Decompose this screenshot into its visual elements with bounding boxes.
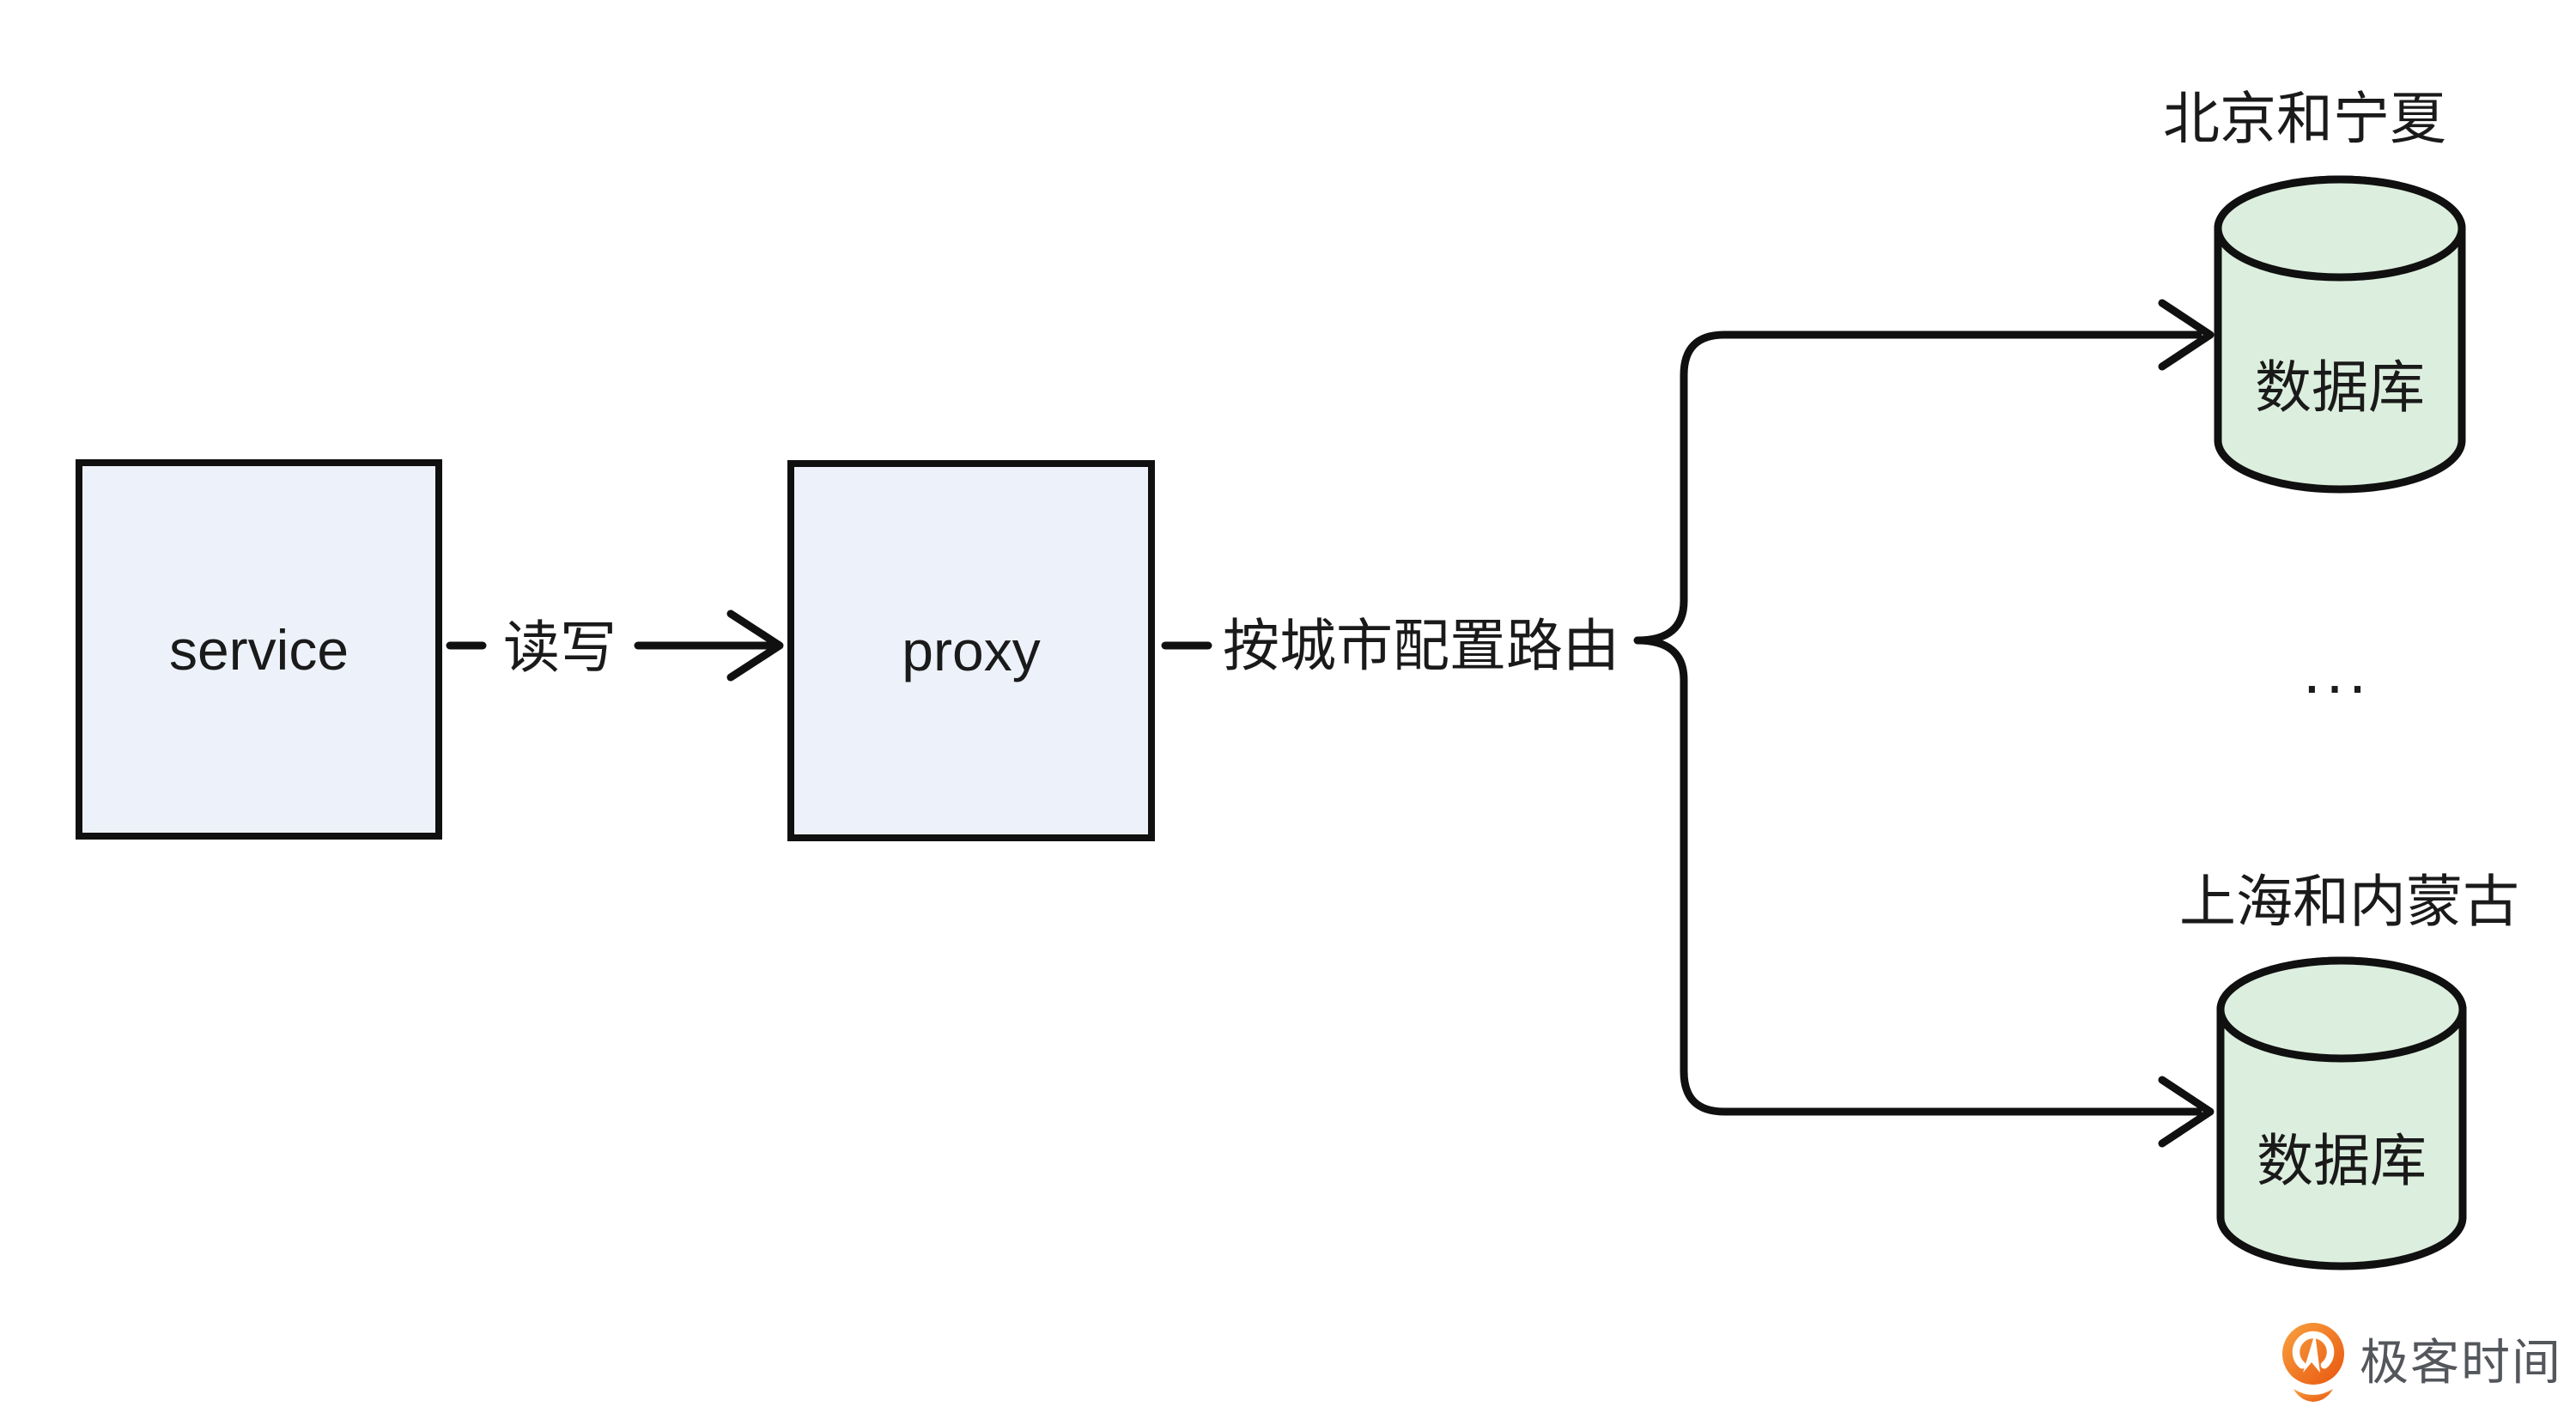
top-database-rim: [2214, 175, 2466, 282]
service-proxy-arrowhead: [726, 609, 784, 682]
top-branch-title: 北京和宁夏: [2163, 87, 2446, 150]
bottom-database-cylinder: [2216, 956, 2467, 1270]
bottom-branch-title: 上海和内蒙古: [2179, 870, 2519, 933]
geektime-logo-icon: [2282, 1323, 2344, 1402]
top-branch-arrowhead: [2158, 299, 2215, 371]
logo-ring: [2292, 1331, 2335, 1369]
branches-ellipsis: ...: [2303, 635, 2372, 706]
service-node-label: service: [168, 617, 349, 682]
service-node: service: [76, 459, 442, 840]
read-write-edge-label: 读写: [503, 615, 617, 679]
logo-pin-tail: [2293, 1389, 2333, 1402]
proxy-node: proxy: [787, 460, 1155, 841]
logo-needle: [2303, 1333, 2320, 1373]
route-by-city-edge-label: 按城市配置路由: [1223, 614, 1619, 677]
bottom-database-label: 数据库: [2257, 1129, 2427, 1192]
proxy-node-label: proxy: [902, 619, 1041, 682]
geektime-logo-text: 极客时间: [2360, 1335, 2562, 1391]
bottom-branch-arrowhead: [2158, 1076, 2215, 1148]
top-database-cylinder: [2214, 175, 2466, 494]
bottom-database-rim: [2216, 956, 2467, 1063]
brace-connector: [1633, 330, 2202, 1116]
top-database-label: 数据库: [2255, 355, 2425, 419]
